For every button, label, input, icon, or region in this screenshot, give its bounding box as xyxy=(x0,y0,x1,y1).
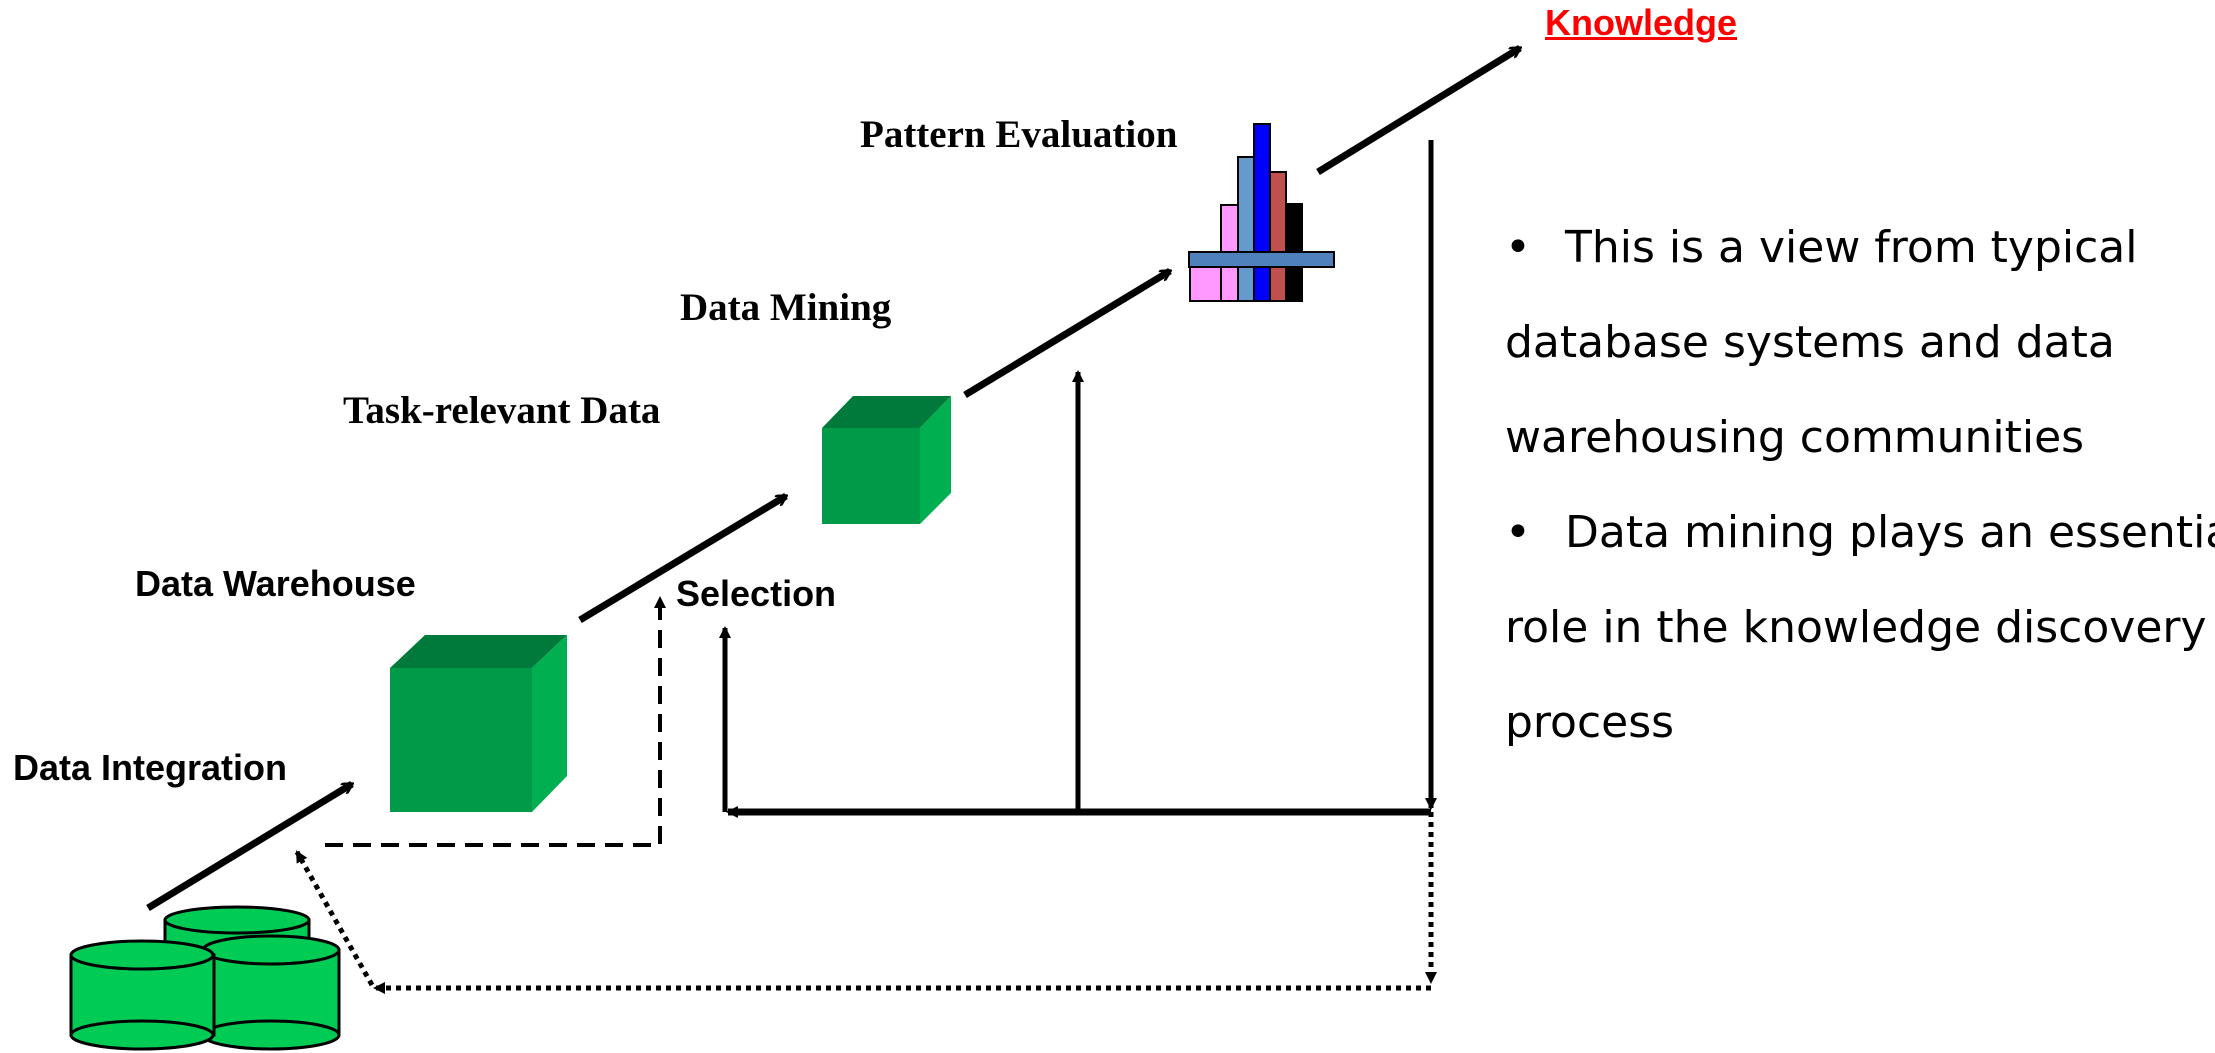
arrow-mining xyxy=(963,268,1170,398)
bullet-2-line-2: role in the knowledge discovery xyxy=(1505,602,2207,653)
selection-label: Selection xyxy=(676,573,837,614)
bullet-list: •This is a view from typical database sy… xyxy=(1505,200,2215,770)
pattern-evaluation-label: Pattern Evaluation xyxy=(860,113,1178,156)
bullet-2-line-1: •Data mining plays an essential xyxy=(1505,485,2215,580)
arrow-knowledge xyxy=(1316,45,1520,175)
bullet-dot-icon: • xyxy=(1505,507,1531,558)
bullet-dot-icon: • xyxy=(1505,222,1531,273)
knowledge-link[interactable]: Knowledge xyxy=(1545,2,1738,43)
arrow-selection xyxy=(578,493,786,623)
data-mining-label: Data Mining xyxy=(680,286,892,329)
task-relevant-data-cube xyxy=(822,396,951,524)
task-relevant-data-label: Task-relevant Data xyxy=(343,389,661,432)
arrow-integration xyxy=(146,781,352,911)
data-integration-label: Data Integration xyxy=(13,747,288,788)
db-cylinder-right xyxy=(201,934,341,1051)
data-warehouse-label: Data Warehouse xyxy=(135,563,416,604)
bullet-1-line-1: •This is a view from typical xyxy=(1505,200,2205,295)
db-cylinder-left xyxy=(69,939,216,1051)
data-warehouse-cube xyxy=(390,635,567,812)
pattern-chart-icon xyxy=(1188,123,1335,302)
bullet-1-line-2: database systems and data xyxy=(1505,317,2115,368)
bullet-2-line-3: process xyxy=(1505,697,1675,748)
database-icon xyxy=(69,905,341,1051)
bullet-1-line-3: warehousing communities xyxy=(1505,412,2085,463)
